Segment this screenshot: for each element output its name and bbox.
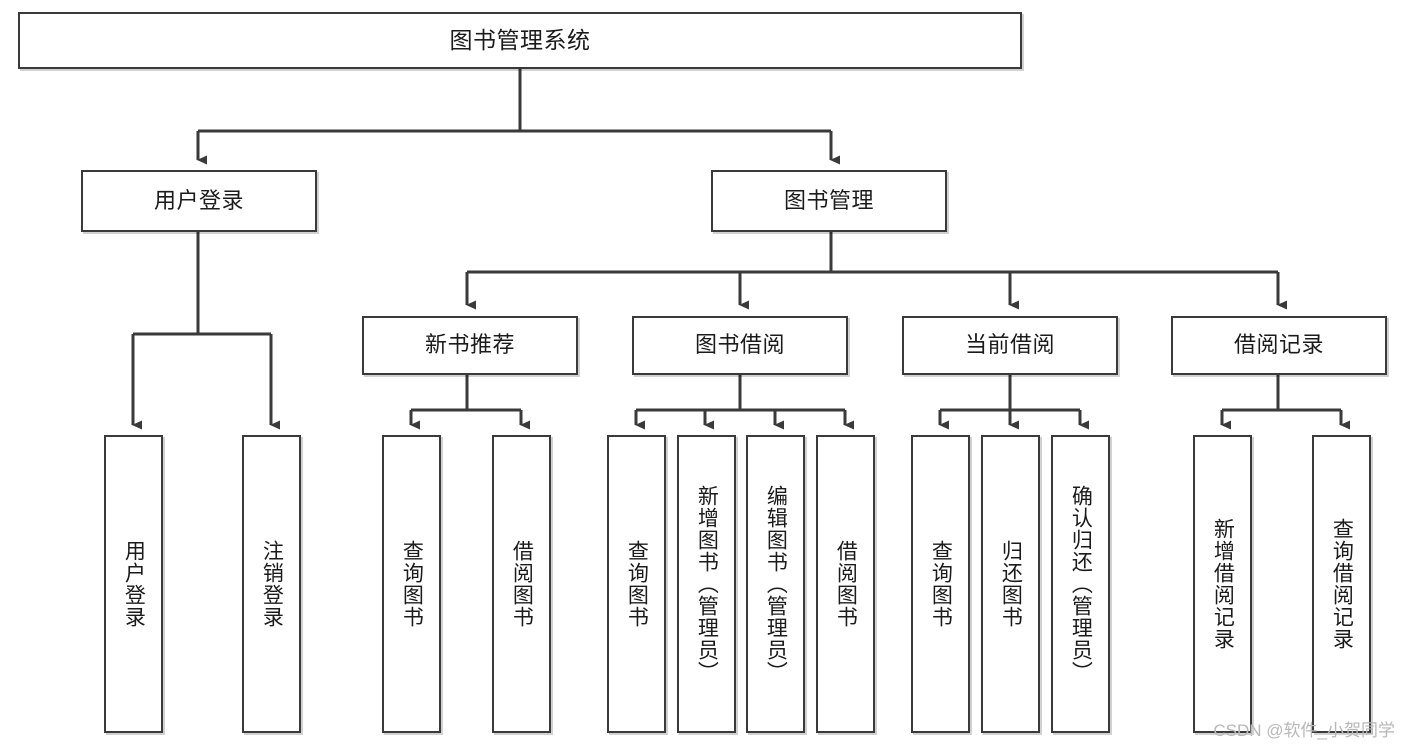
node-root-system[interactable]: 图书管理系统 (18, 12, 1022, 69)
node-current-borrow-label: 当前借阅 (964, 332, 1055, 358)
node-leaf-user-login-label: 用户登录 (122, 540, 146, 628)
node-leaf-bb-add-book[interactable]: 新增图书（管理员） (677, 435, 736, 733)
node-new-book-recommend-label: 新书推荐 (424, 332, 515, 358)
node-leaf-bb-borrow-book[interactable]: 借阅图书 (816, 435, 875, 733)
node-leaf-cb-return-book-label: 归还图书 (999, 540, 1023, 628)
node-book-borrow-label: 图书借阅 (694, 332, 785, 358)
node-leaf-logout[interactable]: 注销登录 (242, 435, 301, 733)
node-leaf-logout-label: 注销登录 (260, 540, 284, 628)
node-leaf-br-add-record-label: 新增借阅记录 (1211, 518, 1235, 650)
node-leaf-nb-query-book-label: 查询图书 (400, 540, 424, 628)
node-leaf-cb-query-book-label: 查询图书 (929, 540, 953, 628)
node-user-login-label: 用户登录 (153, 187, 244, 213)
node-leaf-bb-query-book-label: 查询图书 (625, 540, 649, 628)
node-leaf-cb-confirm-return[interactable]: 确认归还（管理员） (1051, 435, 1110, 733)
node-current-borrow[interactable]: 当前借阅 (902, 316, 1118, 375)
node-book-management-label: 图书管理 (783, 187, 874, 213)
node-leaf-br-add-record[interactable]: 新增借阅记录 (1193, 435, 1252, 733)
node-leaf-nb-query-book[interactable]: 查询图书 (382, 435, 441, 733)
node-leaf-bb-edit-book[interactable]: 编辑图书（管理员） (746, 435, 805, 733)
node-new-book-recommend[interactable]: 新书推荐 (362, 316, 578, 375)
node-borrow-record-label: 借阅记录 (1233, 332, 1324, 358)
node-user-login[interactable]: 用户登录 (81, 170, 317, 232)
node-leaf-cb-return-book[interactable]: 归还图书 (981, 435, 1040, 733)
node-leaf-nb-borrow-book-label: 借阅图书 (510, 540, 534, 628)
node-leaf-bb-edit-book-label: 编辑图书（管理员） (764, 485, 788, 683)
node-borrow-record[interactable]: 借阅记录 (1171, 316, 1387, 375)
node-leaf-br-query-record-label: 查询借阅记录 (1330, 518, 1354, 650)
node-book-borrow[interactable]: 图书借阅 (632, 316, 848, 375)
csdn-watermark: CSDN @软件_小贺同学 (1213, 721, 1395, 740)
node-root-system-label: 图书管理系统 (449, 26, 591, 53)
node-leaf-bb-add-book-label: 新增图书（管理员） (695, 485, 719, 683)
node-leaf-nb-borrow-book[interactable]: 借阅图书 (492, 435, 551, 733)
node-leaf-bb-borrow-book-label: 借阅图书 (834, 540, 858, 628)
node-leaf-bb-query-book[interactable]: 查询图书 (607, 435, 666, 733)
node-leaf-br-query-record[interactable]: 查询借阅记录 (1312, 435, 1371, 733)
node-leaf-cb-query-book[interactable]: 查询图书 (911, 435, 970, 733)
node-leaf-cb-confirm-return-label: 确认归还（管理员） (1069, 485, 1093, 683)
node-book-management[interactable]: 图书管理 (711, 170, 947, 232)
node-leaf-user-login[interactable]: 用户登录 (104, 435, 163, 733)
